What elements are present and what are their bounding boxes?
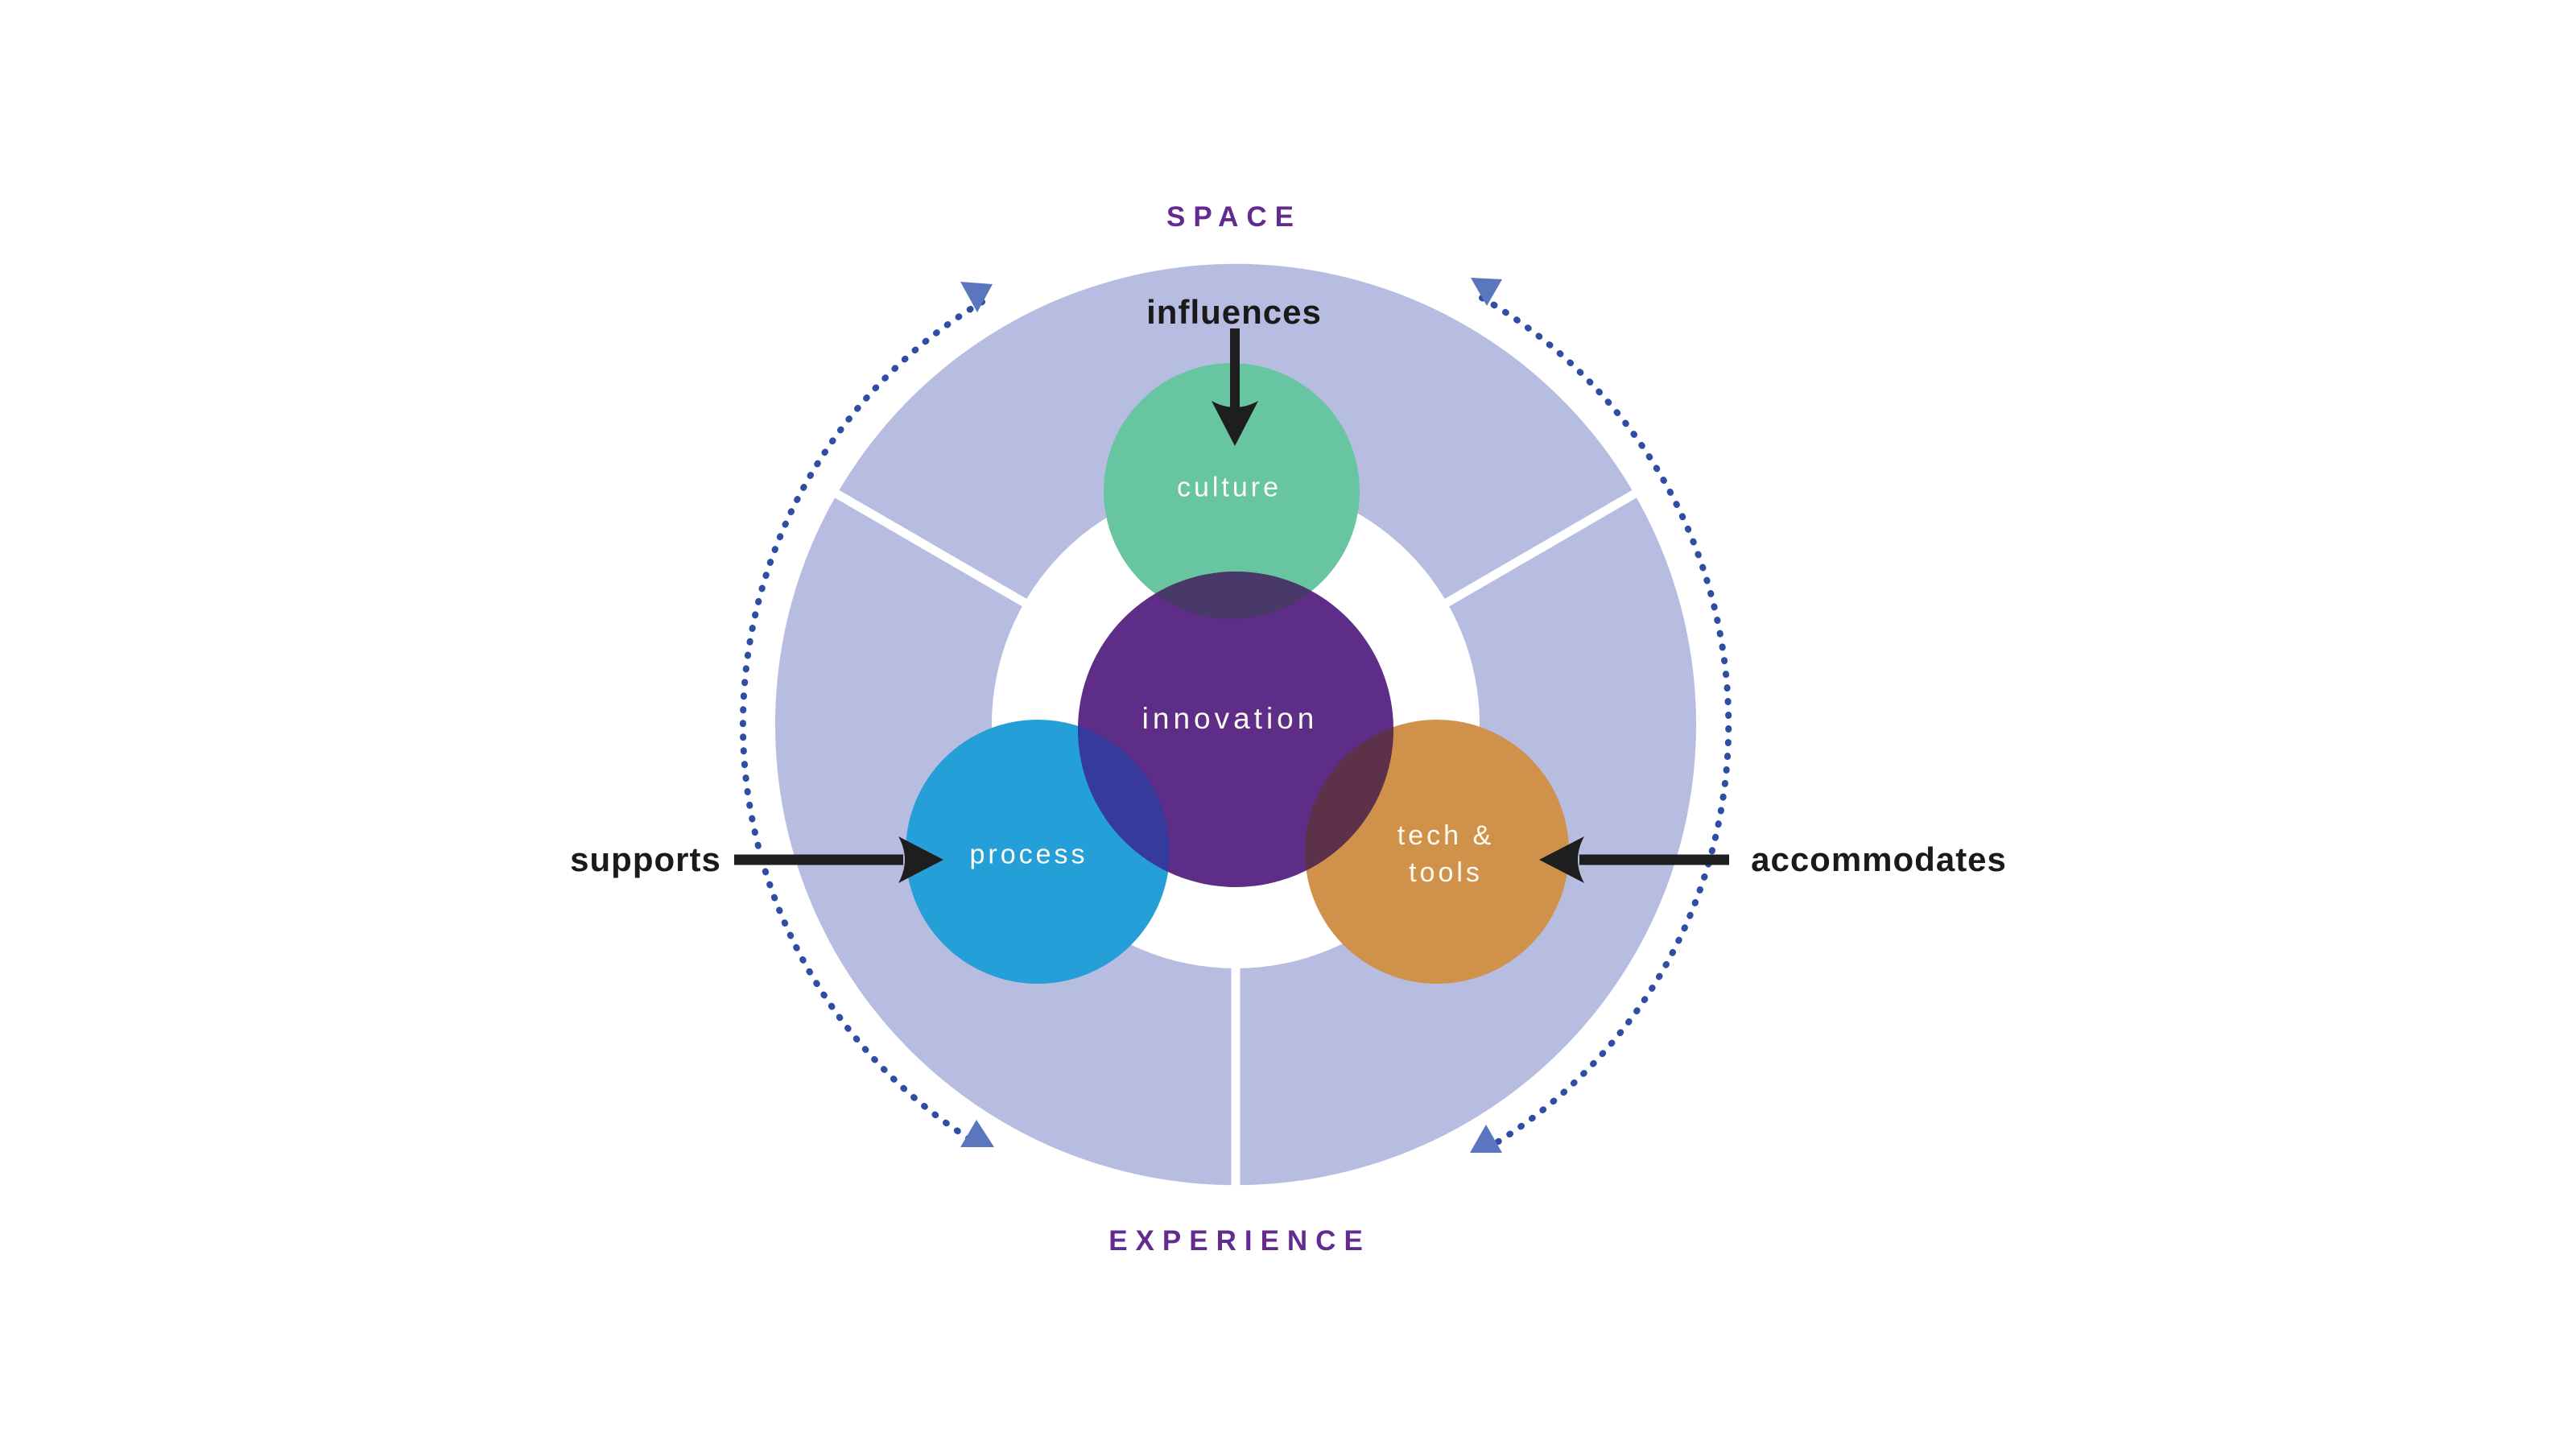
- space-heading: SPACE: [1166, 201, 1302, 233]
- ring-dividers: [832, 489, 1639, 1188]
- tech-tools-label: tech & tools: [1397, 820, 1495, 888]
- arc-arrowhead-top-left: [960, 282, 993, 312]
- arc-arrowhead-bottom-right: [1470, 1125, 1502, 1153]
- ring-divider-upper-left: [832, 489, 1029, 608]
- experience-heading: EXPERIENCE: [1108, 1225, 1371, 1257]
- influences-label: influences: [1146, 293, 1322, 331]
- arc-arrowhead-top-right: [1471, 278, 1502, 306]
- process-label: process: [969, 839, 1088, 870]
- dotted-arc-right: [1479, 295, 1732, 1150]
- supports-arrow: [734, 836, 943, 883]
- overlap-tech-innovation: [1305, 720, 1393, 887]
- ring-divider-upper-right: [1443, 489, 1639, 608]
- innovation-label: innovation: [1141, 702, 1319, 735]
- dotted-arc-left: [739, 299, 985, 1146]
- culture-label: culture: [1176, 472, 1282, 503]
- accommodates-label: accommodates: [1751, 840, 2007, 878]
- arc-arrowhead-bottom-left: [960, 1120, 994, 1147]
- influences-arrow: [1212, 328, 1258, 446]
- overlap-process-innovation: [1078, 720, 1170, 887]
- accommodates-arrow: [1539, 836, 1729, 883]
- supports-label: supports: [570, 840, 721, 878]
- culture-circle: [1104, 363, 1360, 619]
